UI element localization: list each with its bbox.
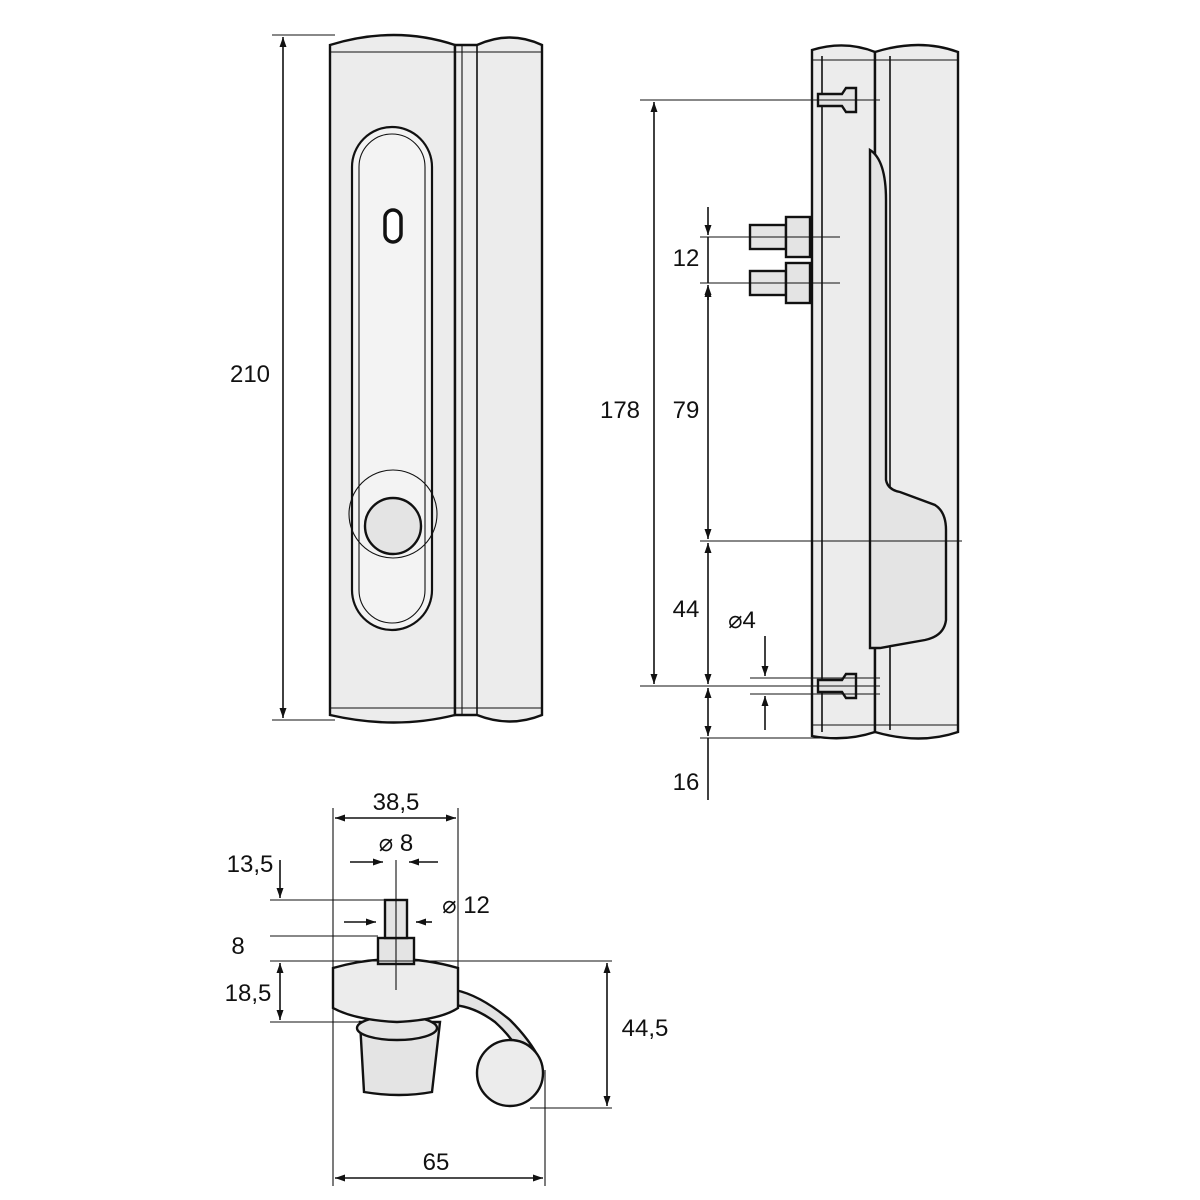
lever-knob bbox=[475, 1038, 545, 1108]
label-44-5: 44,5 bbox=[622, 1015, 669, 1042]
label-79: 79 bbox=[673, 397, 700, 424]
label-diameter-4: ⌀4 bbox=[728, 607, 756, 634]
label-diameter-12: ⌀ 12 bbox=[442, 892, 490, 919]
bottom-view bbox=[331, 860, 545, 1108]
dim-44: 44 bbox=[673, 543, 712, 684]
dim-8: 8 bbox=[231, 933, 244, 960]
lower-body bbox=[358, 1020, 442, 1097]
dim-13-5: 13,5 bbox=[227, 851, 284, 898]
dim-18-5: 18,5 bbox=[225, 963, 284, 1020]
label-44: 44 bbox=[673, 596, 700, 623]
label-18-5: 18,5 bbox=[225, 980, 272, 1007]
front-hinge-strip bbox=[453, 36, 544, 723]
dim-12: 12 bbox=[673, 207, 712, 300]
side-view bbox=[748, 43, 960, 740]
front-view bbox=[328, 33, 544, 724]
side-extension-lines bbox=[640, 99, 962, 739]
dim-diameter-12: ⌀ 12 bbox=[344, 892, 490, 926]
dim-38-5: 38,5 bbox=[335, 789, 456, 822]
lock-cylinder bbox=[363, 496, 423, 556]
dim-44-5: 44,5 bbox=[603, 963, 669, 1106]
dim-178: 178 bbox=[600, 102, 658, 684]
dim-height-210: 210 bbox=[230, 34, 335, 721]
side-handle bbox=[868, 147, 948, 650]
label-16: 16 bbox=[673, 769, 700, 796]
key-slot bbox=[383, 208, 403, 244]
lock-cylinder-ring bbox=[348, 469, 438, 559]
label-8: 8 bbox=[231, 933, 244, 960]
label-65: 65 bbox=[423, 1149, 450, 1176]
label-12: 12 bbox=[673, 245, 700, 272]
dim-65: 65 bbox=[332, 1120, 546, 1186]
dim-79: 79 bbox=[673, 287, 712, 539]
dim-16: 16 bbox=[673, 688, 712, 800]
label-diameter-8: ⌀ 8 bbox=[379, 830, 413, 857]
label-178: 178 bbox=[600, 397, 640, 424]
label-38-5: 38,5 bbox=[373, 789, 420, 816]
label-height-210: 210 bbox=[230, 361, 270, 388]
dim-diameter-8: ⌀ 8 bbox=[350, 830, 438, 866]
bottom-extension-lines bbox=[270, 808, 612, 1120]
label-13-5: 13,5 bbox=[227, 851, 274, 878]
dim-diameter-4: ⌀4 bbox=[728, 607, 769, 730]
